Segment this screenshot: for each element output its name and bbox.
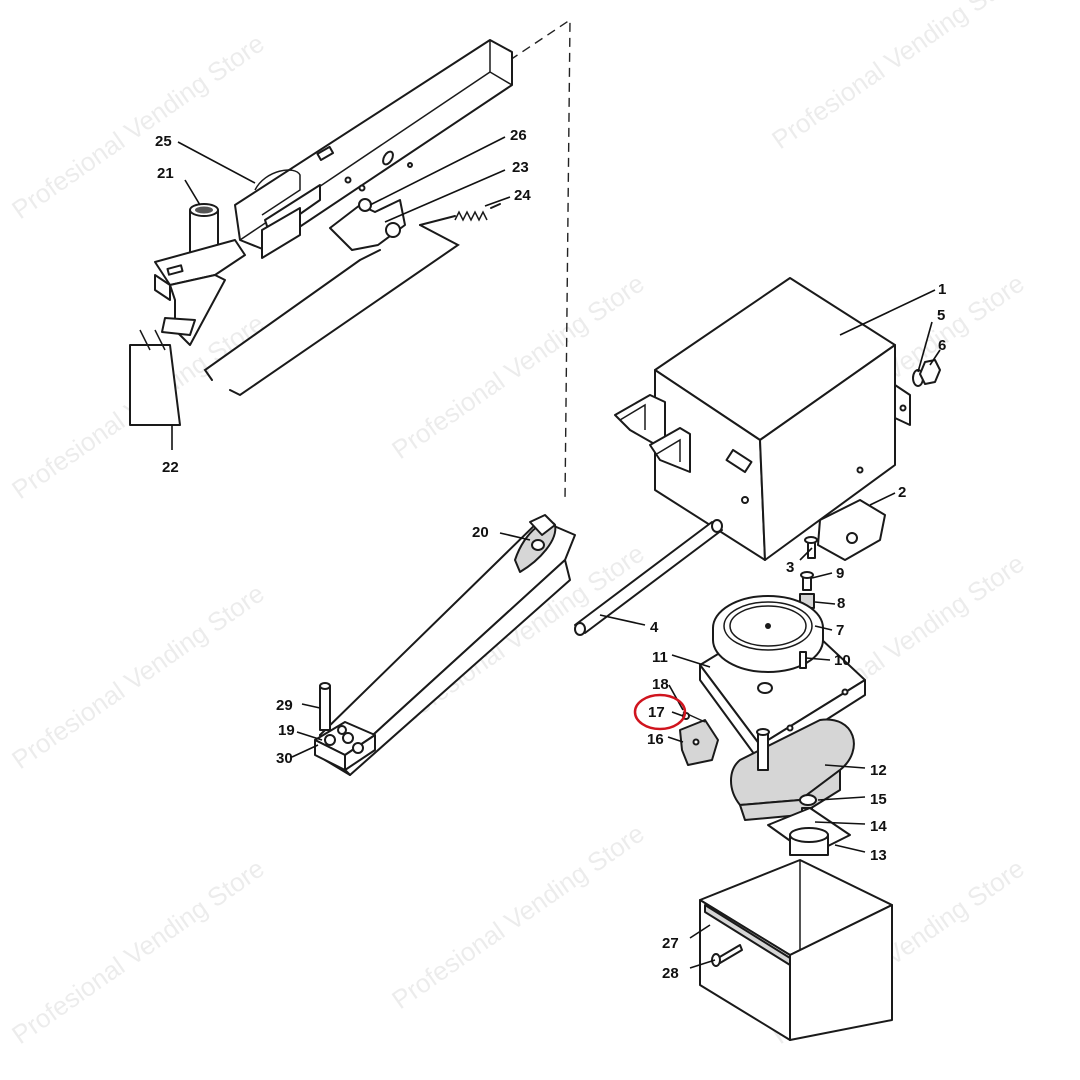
callout-1: 1 — [938, 281, 946, 298]
foot-22 — [129, 344, 181, 426]
pin-10 — [799, 651, 807, 669]
block-30 — [314, 682, 376, 771]
callout-labels: 1 2 3 4 5 6 7 8 9 10 11 12 13 14 15 16 1… — [155, 127, 946, 982]
callout-17: 17 — [648, 704, 665, 721]
switch-assembly — [679, 711, 719, 766]
callout-22: 22 — [162, 459, 179, 476]
highlight-circle — [633, 693, 687, 731]
upper-mechanism — [129, 39, 513, 426]
watermark: Profesional Vending Store — [386, 818, 649, 1015]
callout-6: 6 — [938, 337, 946, 354]
pin-9 — [800, 571, 814, 591]
callout-15: 15 — [870, 791, 887, 808]
watermark: Profesional Vending Store — [6, 853, 269, 1050]
callout-12: 12 — [870, 762, 887, 779]
callout-23: 23 — [512, 159, 529, 176]
shaft-4 — [574, 519, 723, 636]
watermark: Profesional Vending Store — [766, 0, 1029, 155]
callout-16: 16 — [647, 731, 664, 748]
spacer-15 — [799, 794, 817, 806]
callout-21: 21 — [157, 165, 174, 182]
callout-18: 18 — [652, 676, 669, 693]
box-side — [759, 344, 896, 561]
leader-lines — [171, 136, 941, 969]
linkage-rod — [229, 224, 460, 397]
callout-11: 11 — [652, 649, 668, 666]
pin-29 — [319, 685, 331, 731]
watermark: Profesional Vending Store — [386, 268, 649, 465]
watermark: Profesional Vending Store — [6, 28, 269, 225]
watermark: Profesional Vending Store — [6, 578, 269, 775]
callout-8: 8 — [837, 595, 845, 612]
callout-26: 26 — [510, 127, 527, 144]
callout-9: 9 — [836, 565, 844, 582]
callout-27: 27 — [662, 935, 679, 952]
screw-19 — [337, 725, 347, 735]
chute-20 — [319, 514, 576, 776]
bracket-2 — [817, 499, 886, 561]
callout-10: 10 — [834, 652, 851, 669]
holder — [154, 239, 246, 286]
callout-7: 7 — [836, 622, 844, 639]
spring-24 — [454, 210, 488, 222]
callout-25: 25 — [155, 133, 172, 150]
callout-19: 19 — [278, 722, 295, 739]
screw-3 — [804, 536, 818, 559]
motor-assembly — [699, 595, 866, 856]
main-housing — [614, 277, 941, 561]
callout-24: 24 — [514, 187, 531, 204]
nut-6 — [919, 359, 941, 385]
callout-20: 20 — [472, 524, 489, 541]
callout-28: 28 — [662, 965, 679, 982]
callout-3: 3 — [786, 559, 794, 576]
callout-4: 4 — [650, 619, 659, 636]
drawer-27 — [699, 859, 893, 1041]
callout-14: 14 — [870, 818, 887, 835]
assembly-dashed-line — [509, 18, 571, 501]
callout-13: 13 — [870, 847, 887, 864]
callout-5: 5 — [937, 307, 945, 324]
callout-2: 2 — [898, 484, 906, 501]
callout-30: 30 — [276, 750, 293, 767]
callout-29: 29 — [276, 697, 293, 714]
